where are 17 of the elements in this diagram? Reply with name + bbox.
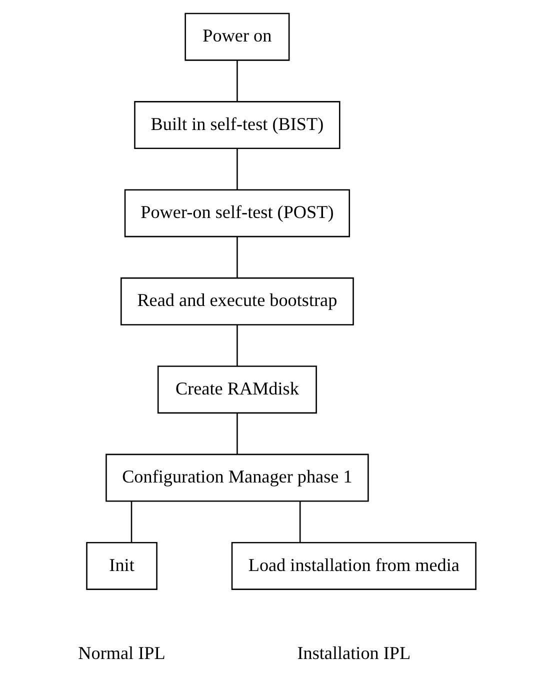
connector xyxy=(236,413,238,454)
node-box: Init xyxy=(86,542,157,590)
node-box: Configuration Manager phase 1 xyxy=(105,454,368,502)
node-box: Power on xyxy=(184,12,290,61)
node-label: Normal IPL xyxy=(78,642,165,663)
node-box: Power-on self-test (POST) xyxy=(124,189,350,238)
connector xyxy=(130,501,132,542)
node-label: Installation IPL xyxy=(296,642,410,663)
connector xyxy=(236,148,238,190)
node-box: Load installation from media xyxy=(230,542,476,590)
connector xyxy=(236,236,238,278)
connector xyxy=(236,325,238,366)
node-box: Built in self-test (BIST) xyxy=(134,101,340,150)
node-box: Read and execute bootstrap xyxy=(120,277,354,326)
node-box: Create RAMdisk xyxy=(156,366,316,414)
connector xyxy=(298,501,300,542)
connector xyxy=(236,60,238,102)
